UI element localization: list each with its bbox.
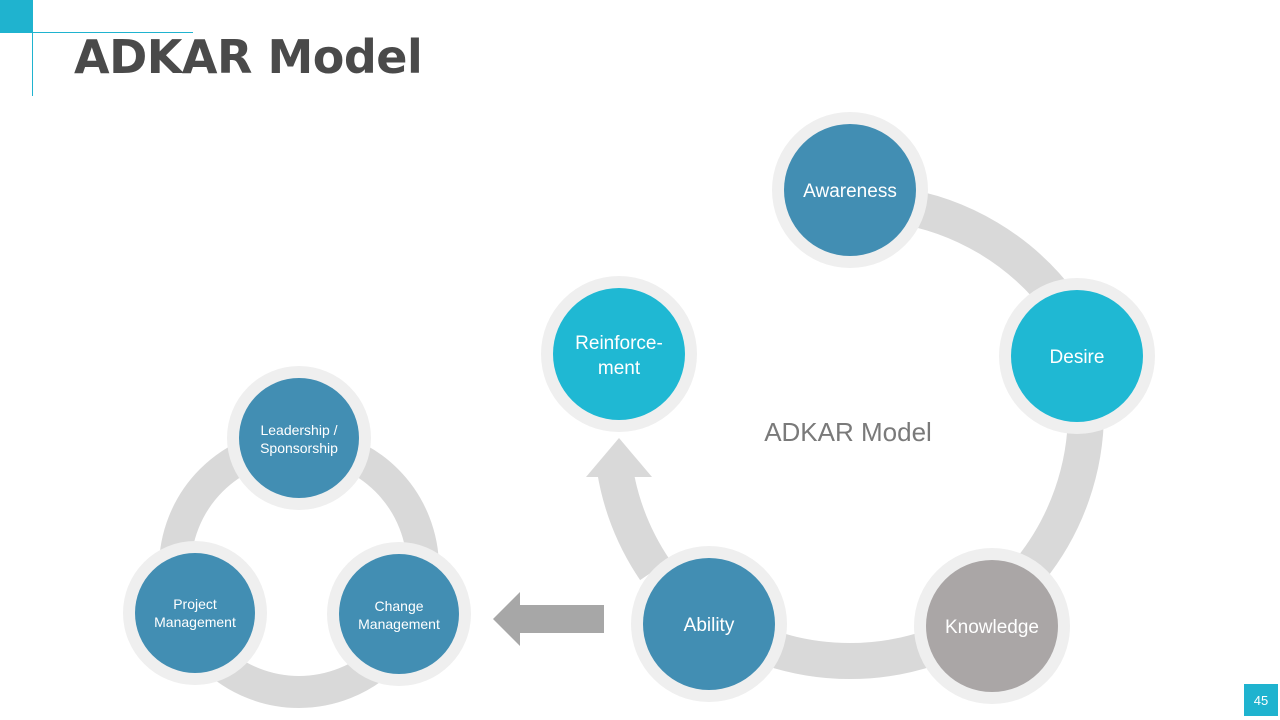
stage-knowledge-circle: [926, 560, 1058, 692]
node-project-management-label-line2: Management: [154, 614, 236, 630]
node-leadership-label-line2: Sponsorship: [260, 440, 338, 456]
stage-desire: Desire: [999, 278, 1155, 434]
stage-ability-label: Ability: [684, 615, 735, 636]
stage-knowledge-label: Knowledge: [945, 617, 1039, 638]
node-change-management-label-line2: Management: [358, 616, 440, 632]
node-leadership: Leadership / Sponsorship: [227, 366, 371, 510]
stage-ability: Ability: [631, 546, 787, 702]
ring-segment-ability-reinforcement: [597, 466, 671, 581]
node-project-management-label-line1: Project: [173, 596, 217, 612]
node-change-management: Change Management: [327, 542, 471, 686]
adkar-center-label: ADKAR Model: [764, 417, 932, 447]
stage-knowledge: Knowledge: [914, 548, 1070, 704]
ring-segment-knowledge-ability: [764, 630, 936, 679]
corner-accent-line-horizontal: [0, 32, 193, 33]
stage-reinforcement-label-line2: ment: [598, 358, 641, 379]
node-project-management: Project Management: [123, 541, 267, 685]
left-arrow: [493, 592, 604, 646]
page-number-badge: 45: [1244, 684, 1278, 716]
stage-ability-circle: [643, 558, 775, 690]
node-project-management-circle: [135, 553, 255, 673]
corner-accent-square: [0, 0, 32, 32]
node-change-management-circle: [339, 554, 459, 674]
node-leadership-circle: [239, 378, 359, 498]
stage-reinforcement-label-line1: Reinforce-: [575, 333, 663, 354]
stage-desire-circle: [1011, 290, 1143, 422]
corner-accent-line-vertical: [32, 0, 33, 96]
node-change-management-label-line1: Change: [374, 598, 423, 614]
stage-reinforcement-circle: [553, 288, 685, 420]
stage-awareness: Awareness: [772, 112, 928, 268]
cycle-arrowhead: [586, 438, 652, 477]
stage-awareness-circle: [784, 124, 916, 256]
node-leadership-label-line1: Leadership /: [260, 422, 337, 438]
stage-reinforcement: Reinforce- ment: [541, 276, 697, 432]
page-title: ADKAR Model: [74, 30, 423, 84]
ring-segment-desire-knowledge: [1015, 409, 1105, 582]
stage-awareness-label: Awareness: [803, 181, 897, 202]
stage-desire-label: Desire: [1050, 347, 1105, 368]
